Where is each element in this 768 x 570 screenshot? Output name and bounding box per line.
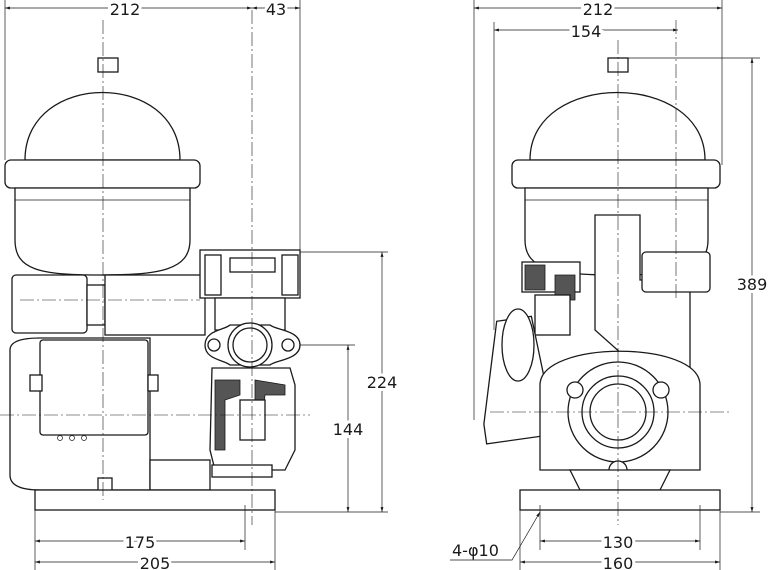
motor (9, 274, 211, 493)
pressure-tank (4, 57, 201, 276)
dim-pump-offset: 43 (266, 0, 286, 19)
dim-front-hole-spacing: 175 (125, 533, 156, 552)
pump-head (199, 249, 301, 478)
dim-outlet-height: 224 (367, 373, 398, 392)
dim-overall-height: 389 (737, 275, 768, 294)
side-dimensions: 212 154 389 130 160 4-φ10 (450, 0, 768, 570)
dim-tank-width: 154 (571, 22, 602, 41)
dim-side-width: 212 (583, 0, 614, 19)
dim-side-base-width: 160 (603, 554, 634, 570)
side-view (483, 20, 730, 525)
front-dimensions: 212 43 224 144 175 205 (4, 0, 400, 570)
side-base-plate (519, 489, 721, 511)
dim-front-base-width: 205 (140, 554, 171, 570)
dim-mounting-holes: 4-φ10 (452, 541, 499, 560)
base-plate (34, 489, 276, 511)
dim-front-width: 212 (110, 0, 141, 19)
dim-side-hole-spacing: 130 (603, 533, 634, 552)
front-view (0, 10, 310, 525)
dim-inlet-height: 144 (333, 420, 364, 439)
